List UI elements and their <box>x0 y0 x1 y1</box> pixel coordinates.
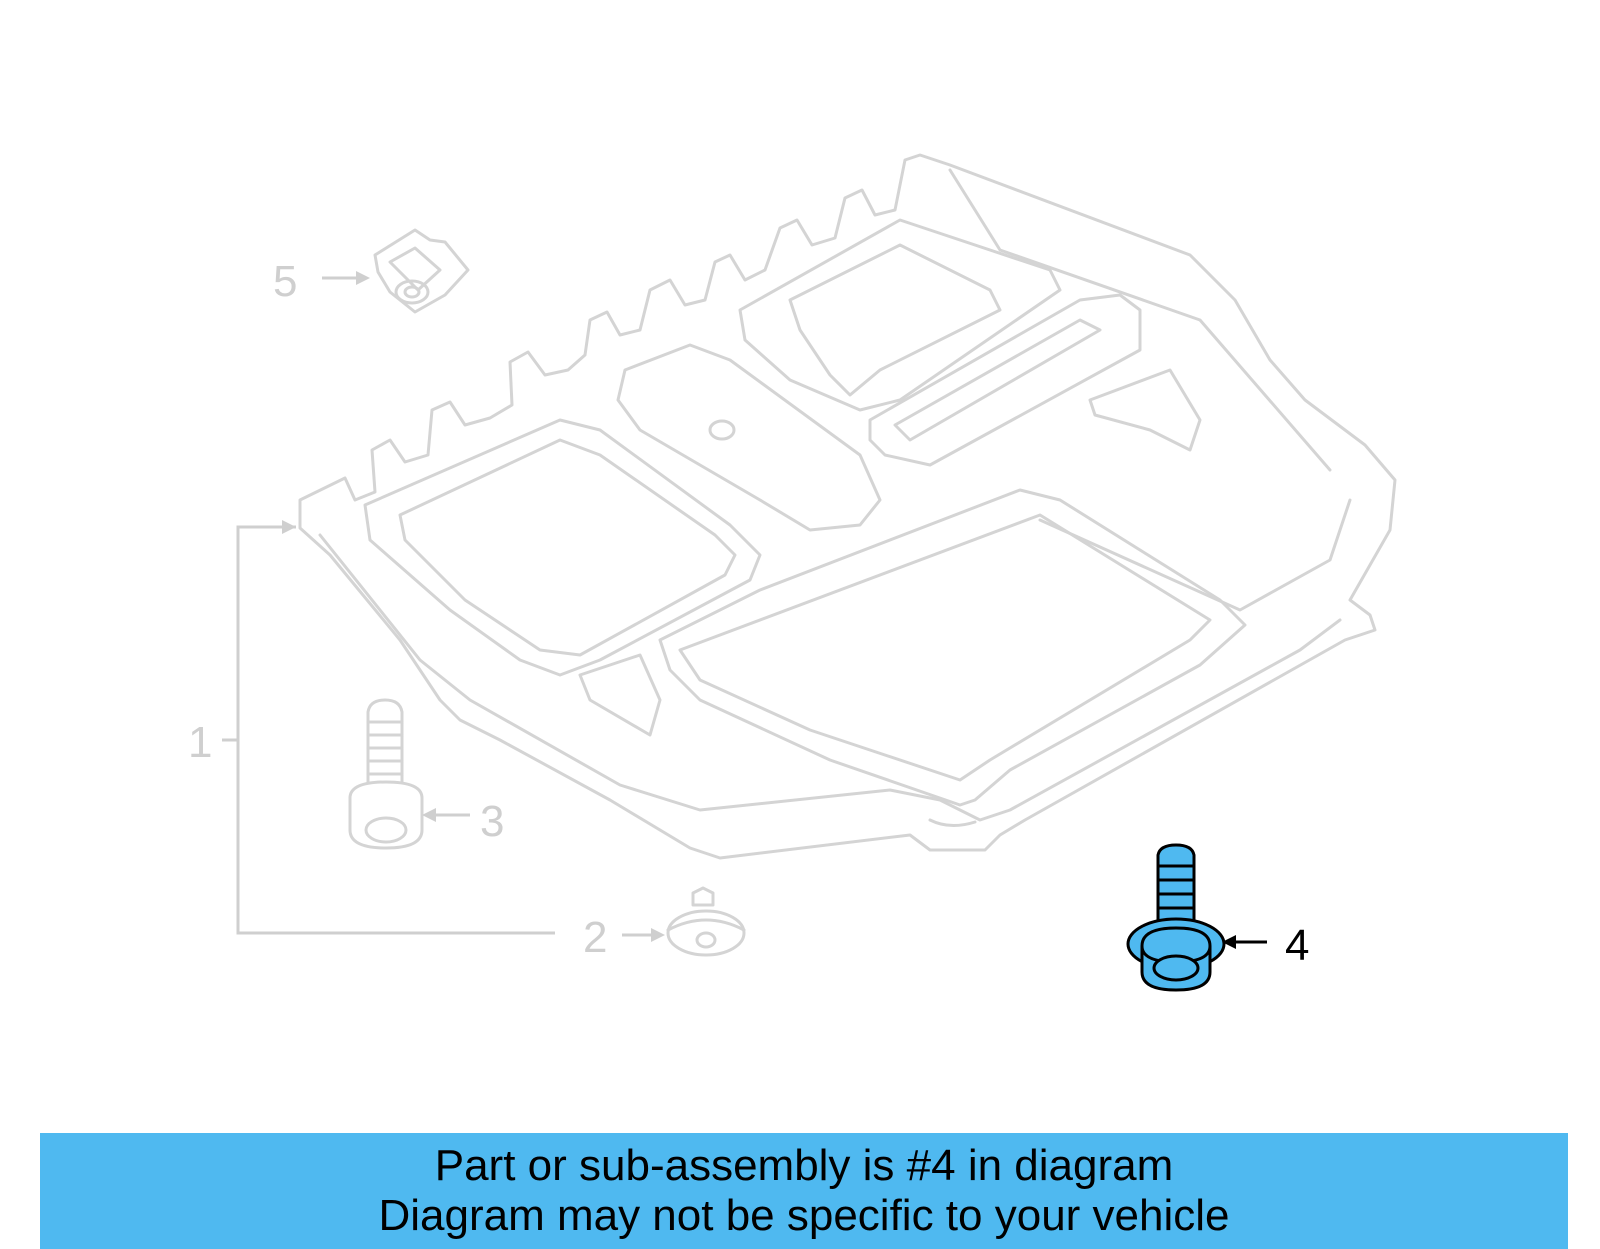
callout-2: 2 <box>583 913 607 962</box>
highlighted-bolt-part-4[interactable] <box>1126 843 1226 992</box>
callout-2-arrowhead <box>651 928 665 942</box>
callout-3: 3 <box>480 797 504 846</box>
clip-nut-part-5 <box>373 228 470 314</box>
callout-3-arrowhead <box>422 808 436 822</box>
banner-line-1: Part or sub-assembly is #4 in diagram <box>434 1141 1174 1190</box>
bolt-part-3 <box>348 698 424 850</box>
banner-line-2: Diagram may not be specific to your vehi… <box>378 1191 1230 1240</box>
info-banner: Part or sub-assembly is #4 in diagram Di… <box>40 1133 1568 1249</box>
engine-splash-shield <box>298 153 1397 860</box>
push-rivet-part-2 <box>666 886 746 957</box>
callout-5: 5 <box>273 257 297 306</box>
callout-4: 4 <box>1285 921 1309 970</box>
callout-4-arrowhead <box>1222 935 1236 949</box>
callout-1-leader <box>222 520 555 935</box>
callout-5-arrowhead <box>356 271 370 285</box>
callout-1: 1 <box>188 718 212 767</box>
